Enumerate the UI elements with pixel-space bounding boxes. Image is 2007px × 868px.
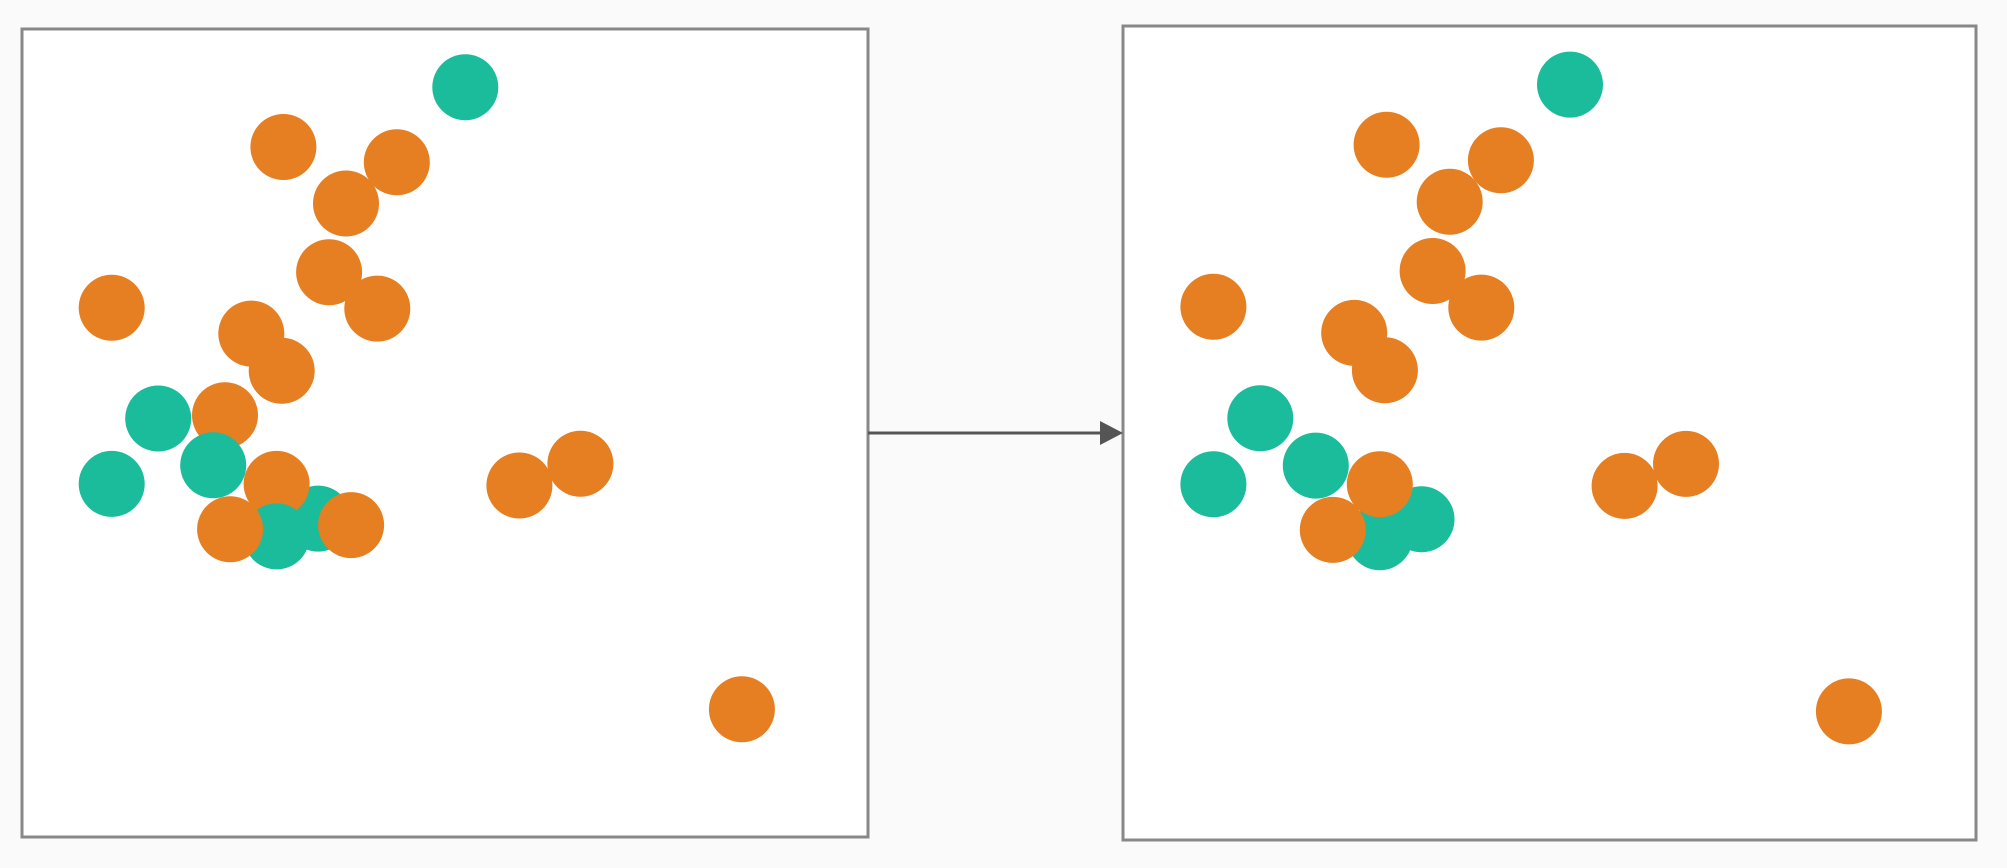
transition-arrow — [868, 421, 1123, 445]
before-point-orange-21 — [708, 676, 775, 743]
arrow-head-icon — [1100, 421, 1123, 445]
before-point-orange-5 — [296, 239, 363, 306]
after-point-orange-19 — [1815, 678, 1882, 745]
before-point-teal-13 — [78, 450, 145, 517]
before-point-orange-19 — [486, 452, 553, 519]
after-point-orange-9 — [1351, 337, 1418, 404]
before-point-orange-2 — [250, 114, 317, 180]
before-point-orange-3 — [363, 129, 430, 196]
after-point-orange-7 — [1180, 273, 1247, 340]
before-point-teal-10 — [125, 385, 192, 452]
before-point-orange-15 — [243, 450, 310, 517]
before-point-orange-7 — [78, 274, 145, 341]
before-point-orange-9 — [248, 337, 315, 404]
after-point-teal-12 — [1180, 451, 1247, 518]
before-panel-points — [78, 54, 775, 743]
before-point-teal-12 — [180, 432, 247, 499]
after-point-orange-17 — [1591, 452, 1658, 519]
before-point-teal-1 — [432, 54, 499, 121]
after-point-orange-3 — [1467, 127, 1534, 194]
before-point-orange-18 — [318, 492, 385, 559]
before-point-orange-20 — [547, 430, 614, 497]
after-point-teal-10 — [1227, 385, 1294, 452]
after-point-orange-15 — [1346, 451, 1413, 518]
before-point-orange-6 — [344, 275, 411, 342]
after-point-orange-4 — [1416, 168, 1483, 235]
after-point-orange-5 — [1399, 238, 1466, 304]
after-panel-points — [1180, 51, 1882, 745]
before-point-orange-11 — [192, 382, 258, 449]
after-point-orange-16 — [1299, 496, 1366, 563]
after-point-teal-1 — [1537, 51, 1603, 118]
after-point-orange-2 — [1353, 111, 1420, 178]
after-point-orange-18 — [1653, 430, 1719, 497]
after-point-orange-6 — [1448, 274, 1515, 341]
before-point-orange-17 — [197, 496, 264, 563]
after-point-teal-11 — [1282, 432, 1349, 499]
before-point-orange-4 — [313, 170, 379, 237]
